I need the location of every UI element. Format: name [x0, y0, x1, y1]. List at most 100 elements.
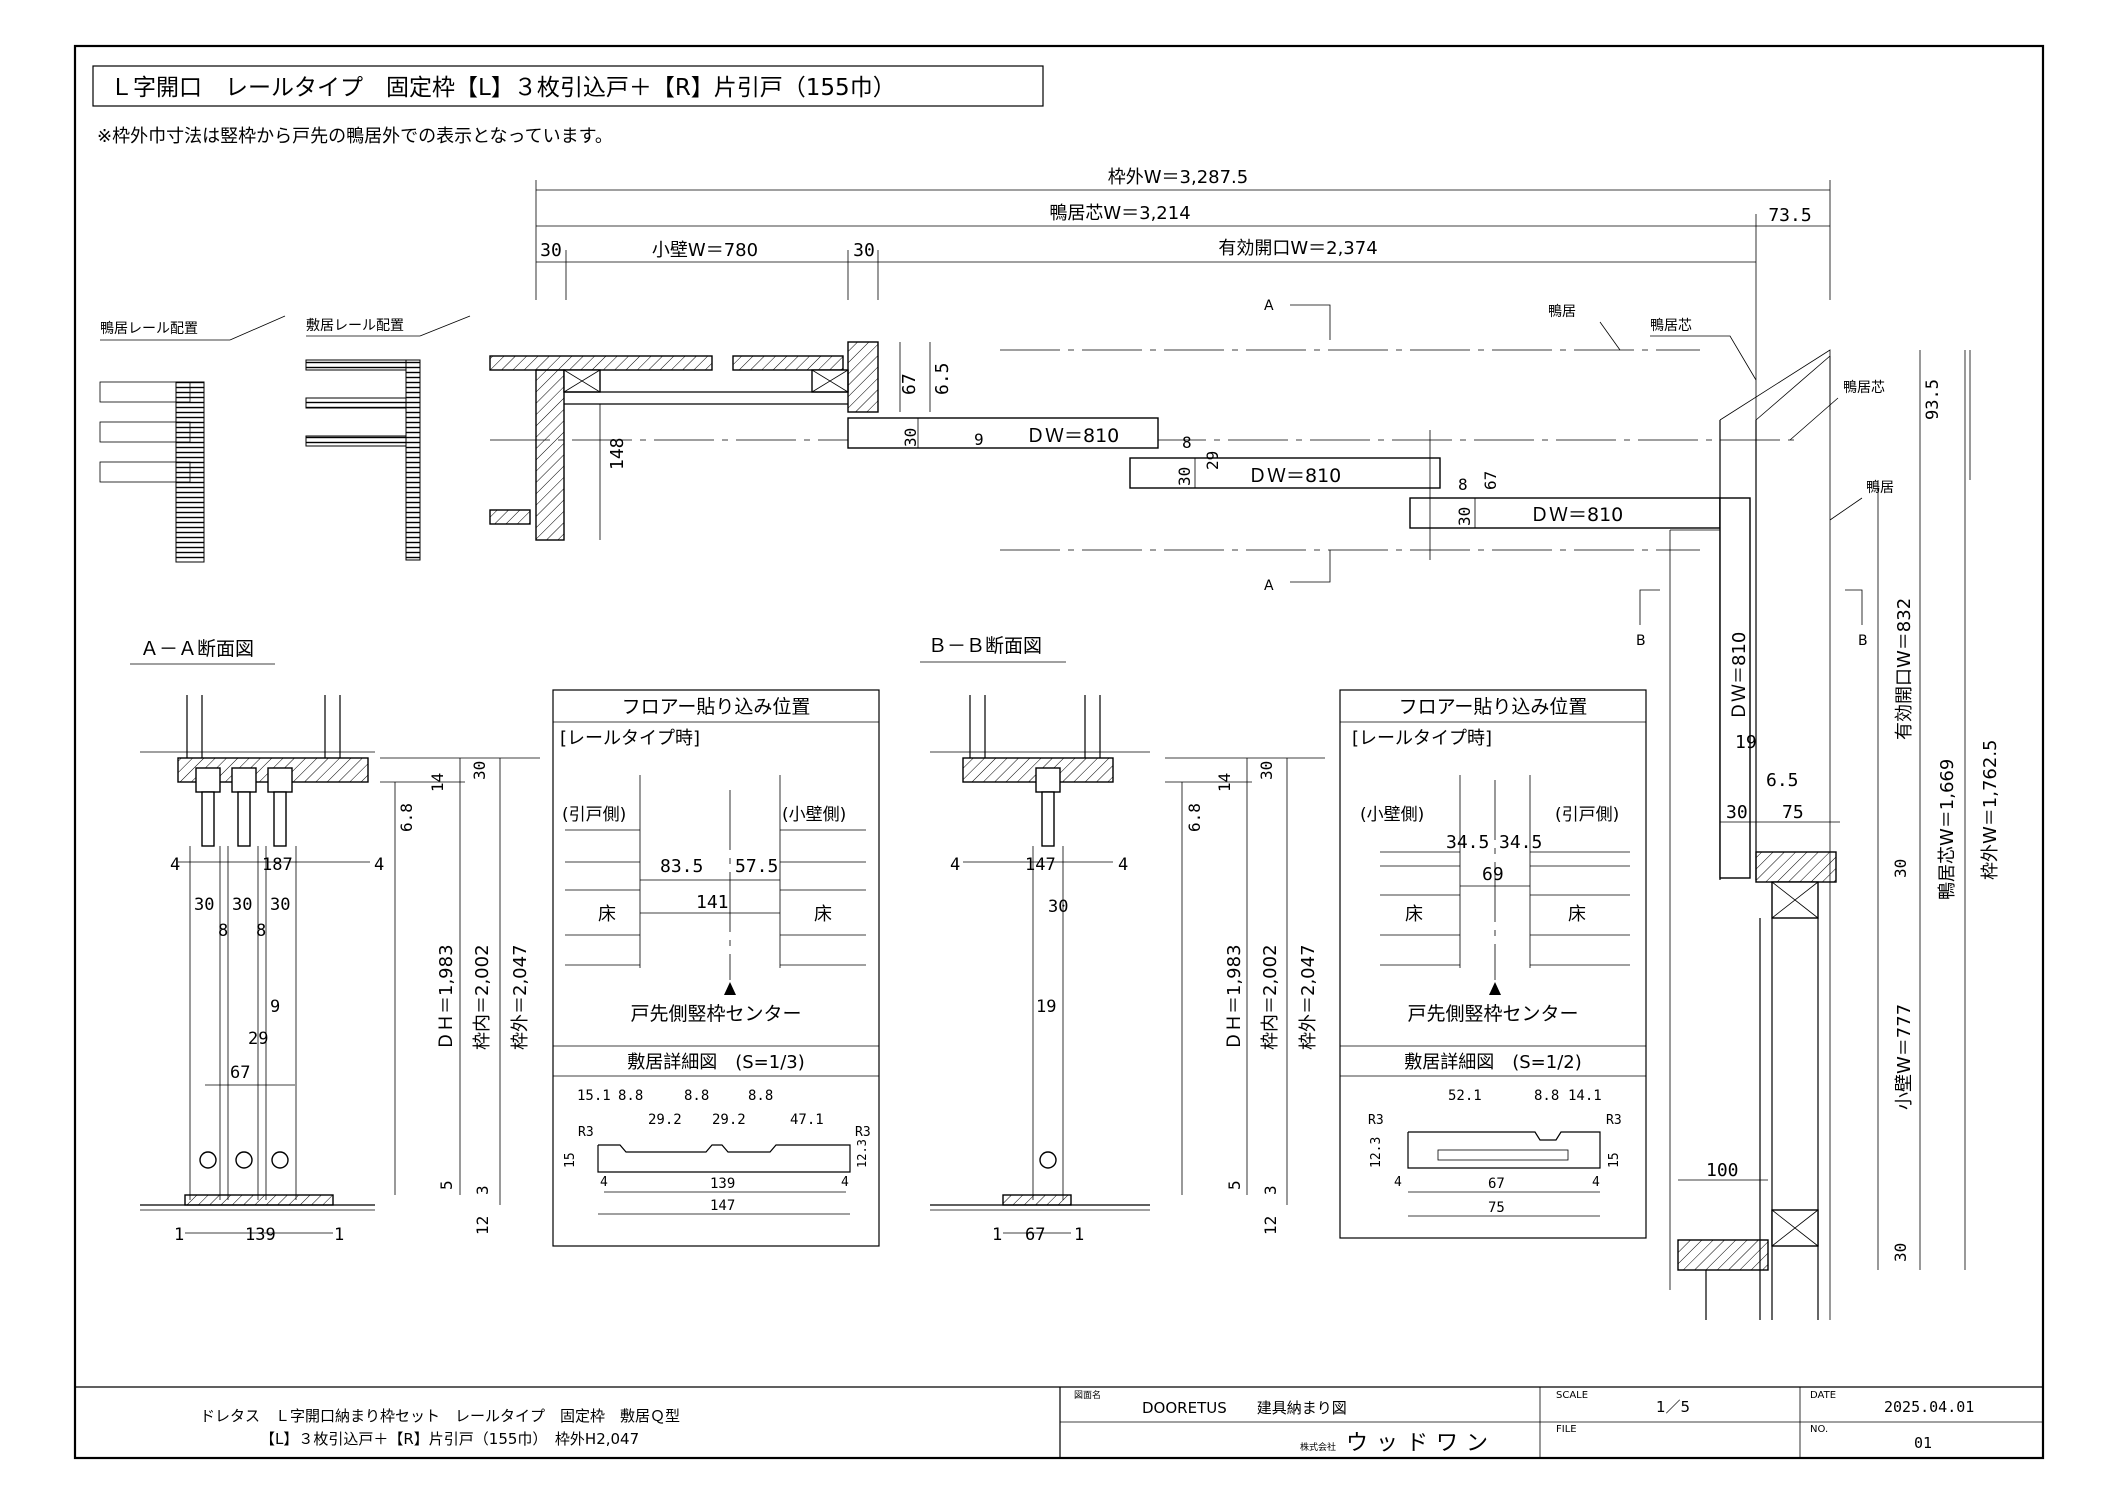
dim-aa-dh: ＤＨ＝1,983 [436, 944, 457, 1050]
dim-30-door1: 30 [901, 428, 920, 447]
dim-bb-dh: ＤＨ＝1,983 [1224, 944, 1245, 1050]
floor-a-57-5: 57.5 [735, 856, 778, 877]
floor-b-4-right: 4 [1592, 1175, 1600, 1190]
dim-aa-9: 9 [270, 997, 280, 1017]
section-aa: Ａ－Ａ断面図 4 187 4 30 30 30 8 8 9 29 67 14 6… [130, 638, 540, 1245]
dim-6-5-right: 6.5 [1766, 770, 1799, 791]
dim-8-b: 8 [1458, 475, 1468, 494]
label-dw-2: ＤＷ＝810 [1248, 465, 1341, 487]
dim-75-right: 75 [1782, 802, 1804, 823]
dim-aa-wn: 枠内＝2,002 [472, 944, 493, 1050]
dim-30-left: 30 [540, 240, 562, 261]
dim-waku-outer-w: 枠外W＝3,287.5 [1108, 167, 1249, 188]
title-box [92, 65, 1044, 107]
floor-a-83-5: 83.5 [660, 856, 703, 877]
section-mark-a-bottom: A [1264, 578, 1274, 594]
floor-b-12-3: 12.3 [1369, 1137, 1384, 1168]
dim-93-5: 93.5 [1923, 379, 1943, 420]
dim-bb-wn: 枠内＝2,002 [1260, 944, 1281, 1050]
section-bb: Ｂ－Ｂ断面図 4 147 4 30 19 14 6.8 30 ＤＨ＝1,983 … [920, 635, 1325, 1245]
tb-company-label: 株式会社 [1300, 1441, 1336, 1453]
label-dw-vertical: ＤＷ＝810 [1729, 632, 1750, 720]
dim-aa-67: 67 [230, 1063, 250, 1083]
dim-waku-outer-w-right: 枠外W＝1,762.5 [1980, 739, 2001, 880]
door-panel-1 [847, 417, 1159, 449]
floor-a-4-right: 4 [841, 1175, 849, 1190]
dim-148: 148 [607, 437, 628, 470]
dim-aa-12: 12 [473, 1216, 492, 1235]
door-panel-3 [1409, 497, 1721, 529]
tb-no-label: NO. [1810, 1424, 1828, 1435]
dim-bb-5: 5 [1225, 1180, 1244, 1190]
floor-a-right-side: (小壁側) [782, 805, 846, 825]
dim-bb-wg: 枠外＝2,047 [1298, 944, 1319, 1050]
dim-bb-1-right: 1 [1074, 1225, 1084, 1245]
floor-b-14-1: 14.1 [1568, 1088, 1602, 1104]
floor-b-sub: [レールタイプ時] [1352, 728, 1492, 749]
dim-aa-5: 5 [437, 1180, 456, 1190]
tb-line2: 【L】３枚引込戸＋【R】片引戸（155巾） 枠外H2,047 [260, 1430, 639, 1448]
floor-detail-b: フロアー貼り込み位置 [レールタイプ時] (小壁側) (引戸側) 34.5 34… [1339, 689, 1647, 1239]
floor-b-r3-right: R3 [1606, 1113, 1622, 1128]
dim-aa-30-b: 30 [232, 895, 252, 915]
dim-aa-6-8: 6.8 [397, 803, 416, 832]
label-kamoi-2: 鴨居 [1866, 480, 1894, 496]
dim-aa-4-right: 4 [374, 855, 384, 875]
door-panel-vertical [1719, 497, 1751, 879]
tb-line1: ドレタス Ｌ字開口納まり枠セット レールタイプ 固定枠 敷居Ｑ型 [200, 1407, 680, 1425]
tb-no: 01 [1914, 1434, 1932, 1452]
section-mark-a-top: A [1264, 298, 1274, 314]
dim-67-b: 67 [1481, 471, 1500, 490]
dim-bb-3: 3 [1261, 1185, 1280, 1195]
tb-file-label: FILE [1556, 1424, 1577, 1435]
dim-bb-1-left: 1 [992, 1225, 1002, 1245]
dim-aa-30: 30 [470, 761, 489, 780]
dim-aa-3: 3 [473, 1185, 492, 1195]
floor-a-detail-title: 敷居詳細図 (S=1/3) [627, 1052, 805, 1073]
dim-30-door2: 30 [1175, 467, 1194, 486]
dim-kamoi-shin-w-right: 鴨居芯W＝1,669 [1937, 759, 1958, 900]
dim-bb-4-left: 4 [950, 855, 960, 875]
floor-a-floor-left: 床 [598, 904, 616, 925]
dim-73-5: 73.5 [1768, 205, 1811, 226]
dim-30-right: 30 [1726, 802, 1748, 823]
dim-30-mid: 30 [853, 240, 875, 261]
dim-aa-8-b: 8 [256, 921, 266, 941]
dim-100: 100 [1706, 1160, 1739, 1181]
tb-date-label: DATE [1810, 1390, 1836, 1401]
floor-b-floor-left: 床 [1405, 904, 1423, 925]
label-kamoi-1: 鴨居 [1548, 304, 1576, 320]
floor-b-floor-right: 床 [1568, 904, 1586, 925]
dim-yuko-w-right: 有効開口W＝832 [1894, 598, 1915, 740]
floor-b-detail-title: 敷居詳細図 (S=1/2) [1404, 1052, 1582, 1073]
floor-b-34-5b: 34.5 [1499, 832, 1542, 853]
floor-b-right-side: (引戸側) [1555, 805, 1619, 825]
floor-a-47-1: 47.1 [790, 1112, 824, 1128]
dim-67: 67 [899, 373, 920, 395]
label-shikii-rail: 敷居レール配置 [306, 318, 404, 334]
floor-b-52-1: 52.1 [1448, 1088, 1482, 1104]
floor-a-29-2a: 29.2 [648, 1112, 682, 1128]
dim-bb-30: 30 [1048, 897, 1068, 917]
dim-aa-1-left: 1 [174, 1225, 184, 1245]
dim-bb-30-top: 30 [1257, 761, 1276, 780]
dim-yuko-w: 有効開口W＝2,374 [1218, 238, 1377, 259]
floor-b-title: フロアー貼り込み位置 [1399, 696, 1588, 718]
floor-b-34-5a: 34.5 [1446, 832, 1489, 853]
floor-b-r3-left: R3 [1368, 1113, 1384, 1128]
label-dw-3: ＤＷ＝810 [1530, 504, 1623, 526]
floor-a-8-8a: 8.8 [618, 1088, 643, 1104]
tb-drawing-name-label: 図面名 [1074, 1389, 1101, 1401]
floor-a-141: 141 [696, 892, 729, 913]
dim-aa-4-left: 4 [170, 855, 180, 875]
dim-8-a: 8 [1182, 433, 1192, 452]
floor-b-67: 67 [1488, 1176, 1505, 1192]
dim-30-right-1: 30 [1891, 859, 1910, 878]
dim-aa-29: 29 [248, 1029, 268, 1049]
floor-a-4-left: 4 [600, 1175, 608, 1190]
floor-a-sub: [レールタイプ時] [560, 728, 700, 749]
sheet-border [73, 44, 2045, 1460]
section-aa-title: Ａ－Ａ断面図 [140, 638, 254, 660]
dim-aa-8-a: 8 [218, 921, 228, 941]
